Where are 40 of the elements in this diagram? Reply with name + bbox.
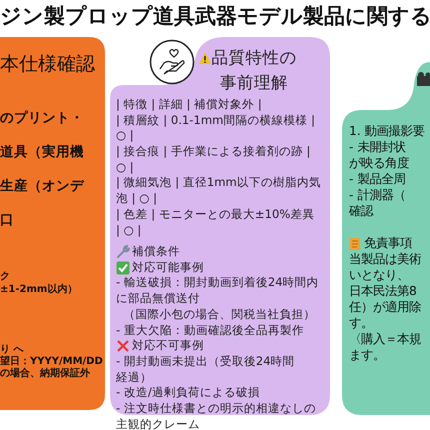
body-text: 日本民法第8 (349, 284, 417, 299)
list-item: ク (0, 270, 10, 283)
card-heading: 品質特性の事前理解 (210, 47, 298, 94)
card-heading: 本仕様確認 (0, 52, 95, 77)
section-heading: 免責事項 (364, 236, 412, 251)
section-heading: 対応可能事例 (132, 260, 204, 276)
list-item: 生産（オンデ (0, 177, 84, 195)
list-item: - 重大欠陥：動画確認後全品再製作 (116, 322, 305, 338)
list-item: 1. 動画撮影要 (349, 124, 425, 139)
table-row-text: | 接合痕 | 手作業による接着剤の跡 | ○ | (116, 144, 312, 176)
list-item: - 改造/過剰負荷による破損 (116, 385, 261, 401)
list-item: - 輸送破損：開封動画到着後24時間内に部品無償送付 (116, 275, 320, 307)
list-item: - 製品全周 (349, 172, 406, 187)
list-item: のプリント・ (0, 109, 84, 127)
list-item: 確認 (349, 204, 373, 219)
body-text: いとなり、 (349, 268, 409, 283)
body-text: す。 (349, 316, 373, 331)
section-heading: 補償条件 (132, 244, 180, 260)
body-text: 任）が適用除 (349, 300, 421, 315)
list-item: （国際小包の場合、関税当社負担） (122, 306, 316, 322)
list-item: り へ (0, 343, 24, 356)
list-item: - 注文時仕様書との明示的相違なしの主観的クレーム (116, 401, 316, 430)
list-item: の場合、納期保証外 (0, 366, 90, 380)
list-item: - 未開封状 (349, 140, 406, 155)
list-item: 口 (0, 211, 14, 229)
table-row: | 微細気泡 | 直径1mm以下の樹脂内気泡 | ○ | (116, 175, 321, 207)
list-item: 望日：YYYY/MM/DD (0, 354, 103, 368)
list-item: - 開封動画未提出（受取後24時間経過） (116, 354, 296, 386)
table-row-text: | 色差 | モニターとの最大±10%差異 | ○ | (116, 206, 316, 238)
body-text: ます。 (349, 348, 385, 363)
section-heading: 対応不可事例 (132, 338, 204, 354)
list-item: 道具（実用機 (0, 143, 84, 161)
list-item: が映る角度 (349, 156, 409, 171)
list-item: ±1-2mm以内） (0, 282, 78, 296)
page-title: ジン製プロップ道具武器モデル製品に関する (0, 3, 430, 30)
body-text: 当製品は美術 (349, 252, 421, 267)
list-item: - 計測器（ (349, 188, 406, 203)
table-row-text: | 積層紋 | 0.1-1mm間隔の横線模様 | ○ | (116, 112, 316, 144)
table-row-text: | 特徴 | 詳細 | 補償対象外 | (116, 97, 263, 113)
body-text: 〈購入＝本規 (349, 332, 421, 347)
